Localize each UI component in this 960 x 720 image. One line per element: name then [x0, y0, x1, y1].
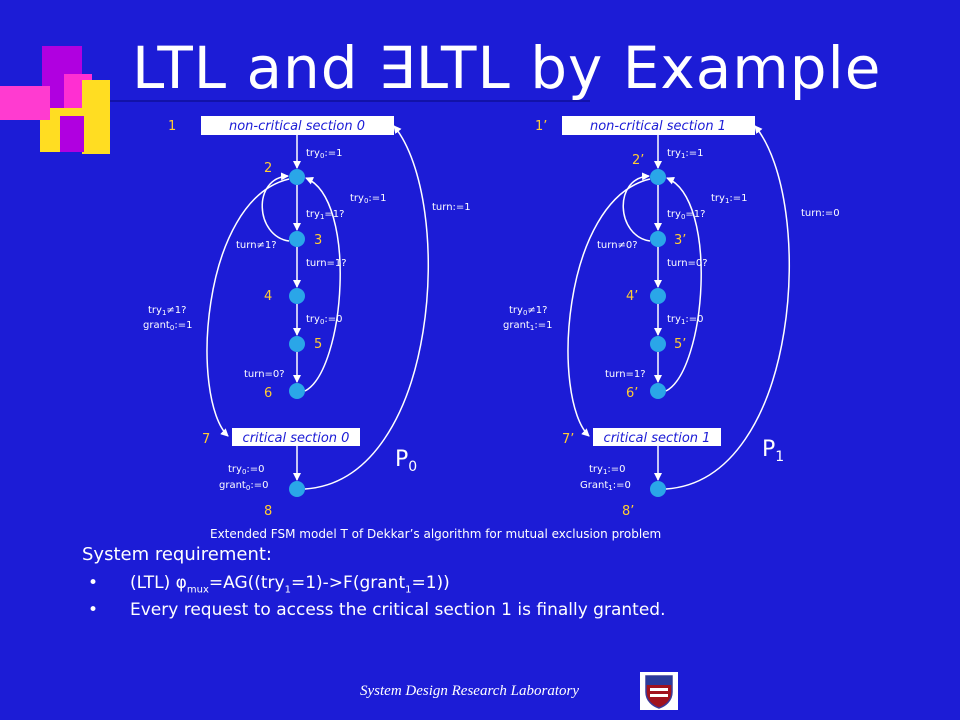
process-label-p0: P0	[395, 447, 417, 475]
node-p1-6	[650, 383, 666, 399]
label-p1-turn-neq: turn≠0?	[597, 240, 638, 251]
label-p0-turn-eq: turn=1?	[306, 258, 347, 269]
node-p1-5	[650, 336, 666, 352]
node-p0-4	[289, 288, 305, 304]
label-p1-turn-wait: turn=1?	[605, 369, 646, 380]
label-p1-try-set: try1:=1	[667, 148, 704, 160]
process-p0: non-critical section 0 critical section …	[143, 116, 471, 519]
state-number-p1-8: 8’	[622, 504, 634, 519]
noncritical-box-p0	[201, 116, 394, 135]
state-number-p0-6: 6	[264, 386, 272, 401]
label-p0-exit-grant: grant0:=0	[219, 480, 268, 492]
decor-yellow-square	[82, 80, 110, 154]
critical-label-p1: critical section 1	[604, 431, 711, 446]
state-number-p1-3: 3’	[674, 233, 686, 248]
state-number-p0-5: 5	[314, 337, 322, 352]
state-number-p1-4: 4’	[626, 289, 638, 304]
fsm-diagram: non-critical section 0 critical section …	[143, 116, 840, 519]
label-p1-turn-eq: turn=0?	[667, 258, 708, 269]
node-p0-5	[289, 336, 305, 352]
edge-p0-3-2-loop	[261, 172, 290, 242]
node-p1-4	[650, 288, 666, 304]
state-number-p0-1: 1	[168, 119, 176, 134]
decor-purple-square-3	[60, 116, 84, 152]
node-p0-2	[289, 169, 305, 185]
label-p0-try-other: try1=1?	[306, 209, 344, 221]
state-number-p0-4: 4	[264, 289, 272, 304]
label-p1-try-loop: try1:=1	[711, 193, 748, 205]
edge-p1-2-7	[567, 178, 651, 437]
noncritical-box-p1	[562, 116, 755, 135]
process-label-p1: P1	[762, 437, 784, 465]
title-underline	[110, 100, 590, 102]
state-number-p1-5: 5’	[674, 337, 686, 352]
label-p1-exit-try: try1:=0	[589, 464, 626, 476]
page-title: LTL and ∃LTL by Example	[132, 34, 882, 102]
label-p1-exit-grant: Grant1:=0	[580, 480, 631, 492]
label-p0-try-reset: try0:=0	[306, 314, 343, 326]
node-p0-6	[289, 383, 305, 399]
node-p0-3	[289, 231, 305, 247]
edge-p1-3-2-loop	[622, 172, 651, 242]
label-p0-turn-wait: turn=0?	[244, 369, 285, 380]
node-p0-8	[289, 481, 305, 497]
state-number-p0-2: 2	[264, 161, 272, 176]
label-p1-turn-assign: turn:=0	[801, 208, 840, 219]
state-number-p1-7: 7’	[562, 432, 574, 447]
node-p1-2	[650, 169, 666, 185]
critical-box-p0	[232, 428, 360, 446]
state-number-p0-3: 3	[314, 233, 322, 248]
edge-p1-6-2	[665, 177, 702, 392]
process-p1: non-critical section 1 critical section …	[503, 116, 840, 519]
edge-p1-8-1	[665, 125, 790, 490]
state-number-p1-6: 6’	[626, 386, 638, 401]
requirement-heading: System requirement:	[82, 544, 272, 565]
label-p0-grant-set: grant0:=1	[143, 320, 192, 332]
state-number-p0-8: 8	[264, 504, 272, 519]
label-p0-try-other-neq: try1≠1?	[148, 305, 186, 317]
label-p1-try-reset: try1:=0	[667, 314, 704, 326]
state-number-p0-7: 7	[202, 432, 210, 447]
requirement-bullet-text: •Every request to access the critical se…	[88, 600, 666, 620]
diagram-caption: Extended FSM model T of Dekkar’s algorit…	[210, 527, 662, 541]
edge-p0-2-7	[206, 178, 290, 437]
noncritical-label-p0: non-critical section 0	[229, 119, 365, 134]
label-p0-turn-neq: turn≠1?	[236, 240, 277, 251]
label-p1-try-other: try0=1?	[667, 209, 705, 221]
label-p1-grant-set: grant1:=1	[503, 320, 552, 332]
edge-p0-6-2	[304, 177, 341, 392]
label-p0-try-set: try0:=1	[306, 148, 343, 160]
state-number-p1-1: 1’	[535, 119, 547, 134]
node-p1-3	[650, 231, 666, 247]
critical-box-p1	[593, 428, 721, 446]
label-p0-turn-assign: turn:=1	[432, 202, 471, 213]
state-number-p1-2: 2’	[632, 153, 644, 168]
university-shield-icon	[640, 672, 678, 710]
noncritical-label-p1: non-critical section 1	[590, 119, 726, 134]
edge-p0-8-1	[304, 125, 429, 490]
requirement-bullet-ltl: •(LTL) φmux=AG((try1=1)->F(grant1=1))	[88, 573, 450, 596]
decor-pink-square	[0, 86, 50, 120]
label-p1-try-other-neq: try0≠1?	[509, 305, 547, 317]
critical-label-p0: critical section 0	[243, 431, 350, 446]
label-p0-try-loop: try0:=1	[350, 193, 387, 205]
label-p0-exit-try: try0:=0	[228, 464, 265, 476]
node-p1-8	[650, 481, 666, 497]
footer-lab-name: System Design Research Laboratory	[360, 683, 579, 699]
